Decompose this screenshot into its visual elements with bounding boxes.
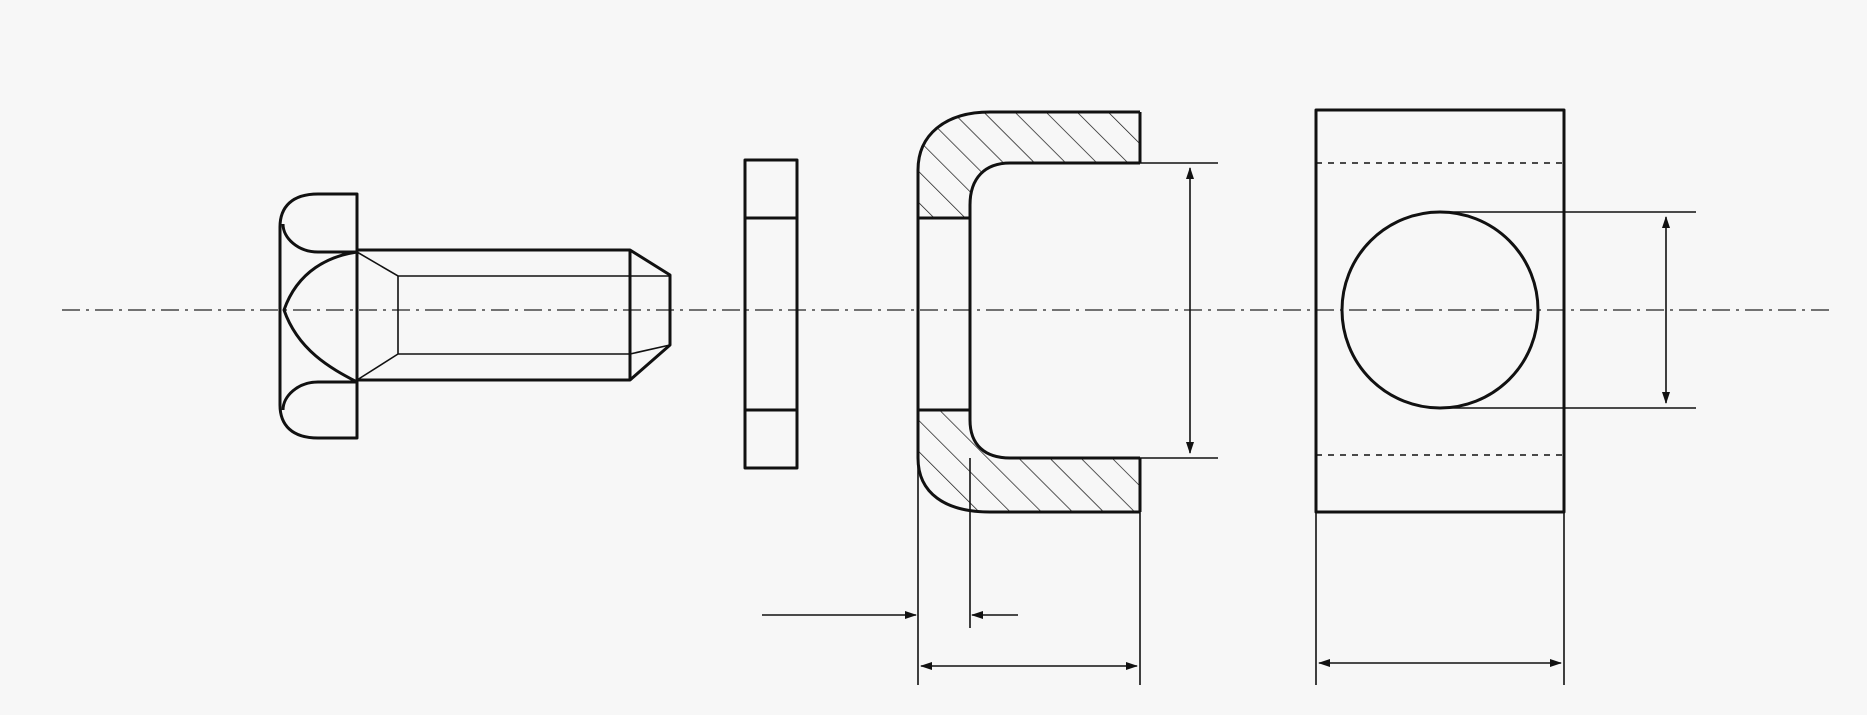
u-bracket-section: [762, 110, 1218, 685]
bolt-head-outline: [278, 192, 359, 440]
bracket-top-hatch: [918, 112, 1140, 218]
bolt-head-arc-mid: [282, 250, 358, 384]
bracket-bottom-hatch: [918, 410, 1140, 512]
plate-with-hole: [1314, 108, 1696, 685]
plate-outline: [1314, 108, 1566, 514]
bolt-shank: [357, 248, 672, 382]
bracket-inner-contour: [968, 161, 1140, 460]
washer: [743, 158, 799, 470]
washer-outline: [743, 158, 799, 470]
bolt-head-arc-bottom: [281, 380, 357, 411]
hex-bolt: [278, 192, 672, 440]
bracket-outer-contour: [916, 110, 1140, 514]
bolt-thread-root: [356, 251, 630, 381]
bolt-chamfer-lines: [629, 275, 671, 355]
bolt-head-arc-top: [281, 223, 357, 254]
